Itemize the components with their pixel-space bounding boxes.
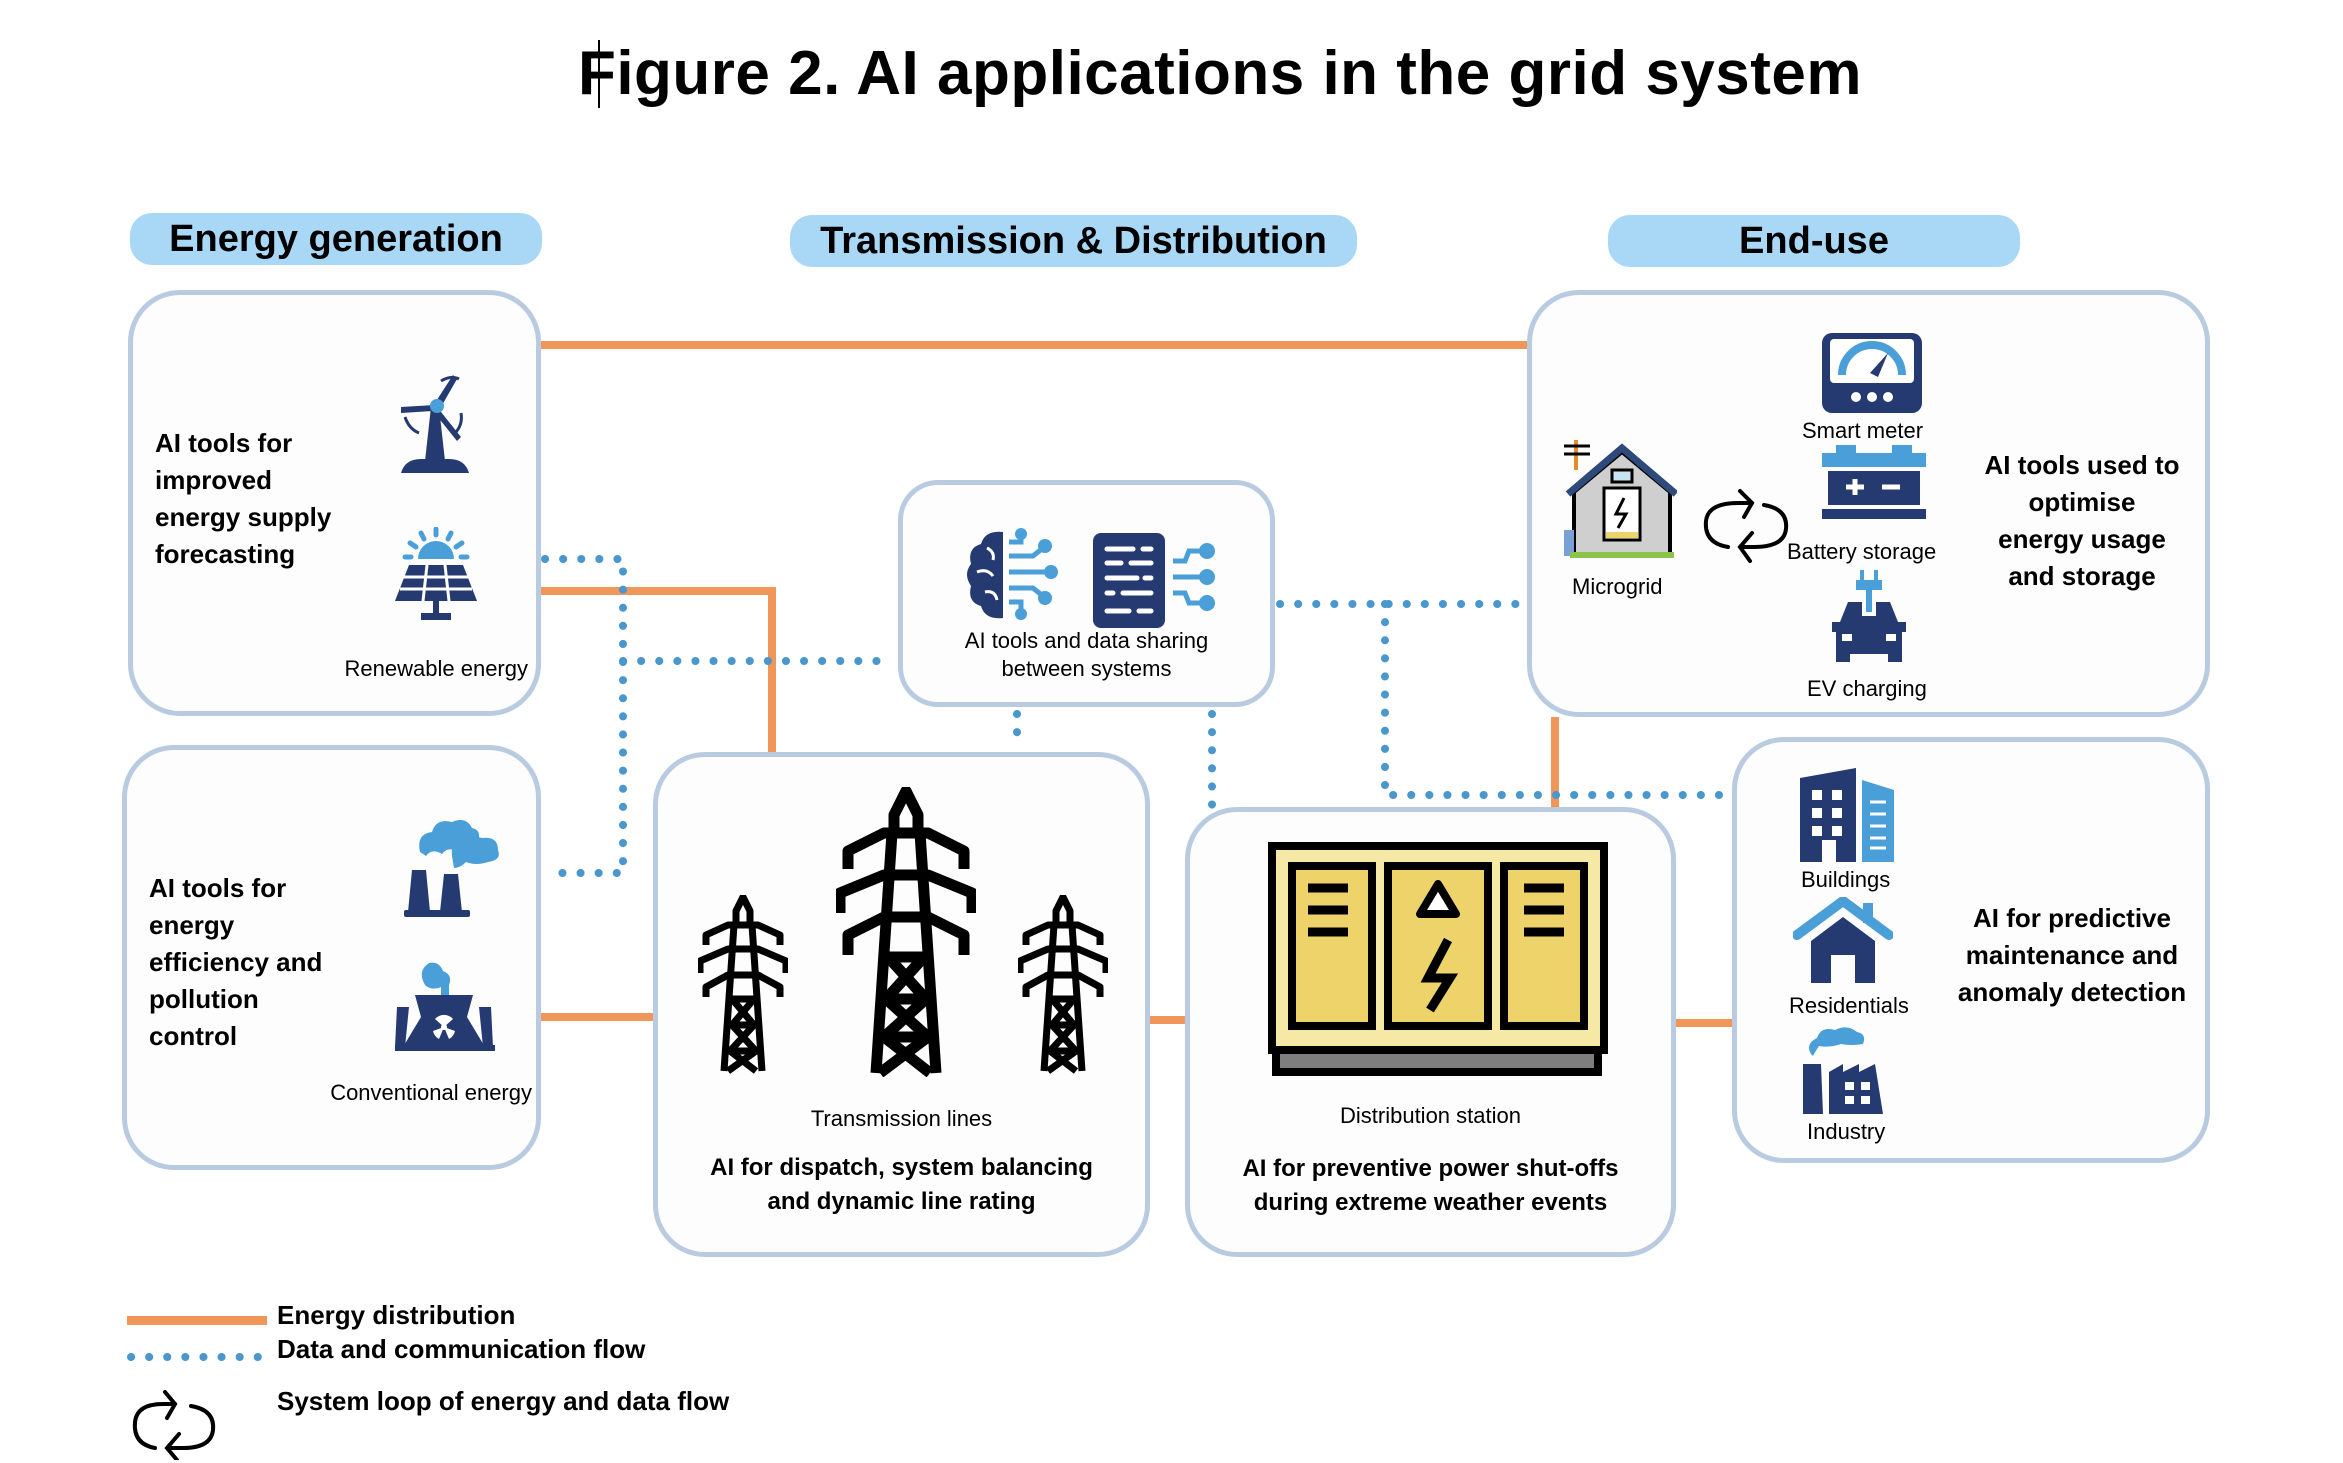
desc-line: anomaly detection [1957,977,2187,1007]
conventional-energy-box: AI tools for energy efficiency and pollu… [122,745,541,1170]
desc-line: efficiency and [149,947,323,977]
end-use-storage-box: Smart meter Battery storage Microgrid EV… [1527,290,2210,717]
desc-line: improved [155,465,273,495]
transmission-tower-small-left-icon [698,895,788,1074]
residentials-label: Residentials [1789,993,1909,1018]
legend-data-swatch [127,1353,275,1361]
legend: Energy distribution Data and communicati… [125,1300,825,1460]
legend-energy-swatch [127,1316,267,1325]
desc-line: energy [149,910,235,940]
desc-line: AI for preventive power shut-offs [1242,1155,1619,1182]
renewable-description: AI tools for improved energy supply fore… [155,425,331,573]
microgrid-icon [1564,440,1677,558]
buildings-label: Buildings [1801,867,1891,892]
desc-line: AI for dispatch, system balancing [710,1154,1093,1181]
transmission-caption: Transmission lines [810,1106,993,1131]
caption-line: between systems [1001,656,1172,681]
wind-turbine-icon [401,375,469,473]
desc-line: AI for predictive [1973,903,2171,933]
desc-line: pollution [149,984,259,1014]
caption-line: AI tools and data sharing [964,628,1209,653]
system-loop-icon [1703,489,1789,563]
end-use-storage-description: AI tools used to optimise energy usage a… [1972,447,2192,595]
desc-line: optimise [2028,487,2136,517]
transmission-tower-large-icon [836,787,976,1077]
ev-charging-icon [1832,570,1906,662]
solar-panel-icon [395,527,477,620]
end-use-maintenance-box: Buildings Residentials Industry AI for p… [1732,737,2210,1163]
desc-line: AI tools for [149,873,287,903]
data-line-enduse-bus [1381,600,1732,799]
figure-title: Figure 2. AI applications in the grid sy… [577,39,1863,108]
desc-line: energy usage [1998,524,2166,554]
end-use-maintenance-description: AI for predictive maintenance and anomal… [1942,900,2202,1011]
data-sharing-hub-box: AI tools and data sharing between system… [898,480,1275,707]
desc-line: and storage [2008,561,2156,591]
industry-icon [1803,1027,1883,1114]
distribution-station-box: Distribution station AI for preventive p… [1185,807,1676,1257]
section-transmission-distribution: Transmission & Distribution [790,215,1357,267]
desc-line: forecasting [155,539,296,569]
legend-energy-label: Energy distribution [277,1300,516,1330]
residentials-icon [1793,897,1893,983]
legend-data-label: Data and communication flow [277,1334,646,1364]
data-communication-lines [541,555,1732,877]
renewable-energy-box: AI tools for improved energy supply fore… [128,290,541,716]
distribution-caption: Distribution station [1340,1103,1521,1128]
desc-line: maintenance and [1965,940,2179,970]
conventional-description: AI tools for energy efficiency and pollu… [149,870,322,1055]
desc-line: during extreme weather events [1253,1189,1608,1216]
desc-line: control [149,1021,238,1051]
section-end-use: End-use [1608,215,2020,267]
transmission-lines-box: Transmission lines AI for dispatch, syst… [653,752,1150,1257]
ai-brain-icon [967,528,1058,620]
battery-storage-label: Battery storage [1787,539,1937,564]
data-line-generation-bus [541,555,627,877]
transmission-description: AI for dispatch, system balancing and dy… [658,1151,1145,1219]
microgrid-label: Microgrid [1572,574,1663,599]
data-sharing-caption: AI tools and data sharing between system… [903,627,1270,683]
nuclear-plant-icon [395,962,495,1051]
industry-label: Industry [1807,1119,1886,1144]
factory-smoke-icon [404,820,499,917]
distribution-description: AI for preventive power shut-offs during… [1190,1152,1671,1220]
renewable-caption: Renewable energy [344,656,528,681]
smart-meter-icon [1822,333,1922,413]
energy-line-renewable-to-transmission [541,587,776,752]
distribution-station-icon [1268,842,1608,1076]
legend-loop-icon [132,1390,216,1460]
smart-meter-label: Smart meter [1802,418,1924,443]
energy-distribution-lines [541,341,1732,1027]
ev-charging-label: EV charging [1807,676,1927,701]
data-document-icon [1093,533,1215,628]
desc-line: and dynamic line rating [767,1188,1036,1215]
text-cursor [598,40,600,108]
legend-loop-label: System loop of energy and data flow [277,1386,730,1416]
desc-line: AI tools for [155,428,293,458]
section-energy-generation: Energy generation [130,213,542,265]
desc-line: AI tools used to [1984,450,2180,480]
transmission-tower-small-right-icon [1018,895,1108,1074]
battery-storage-icon [1822,445,1926,519]
desc-line: energy supply [155,502,332,532]
conventional-caption: Conventional energy [330,1080,532,1105]
buildings-icon [1800,768,1894,862]
